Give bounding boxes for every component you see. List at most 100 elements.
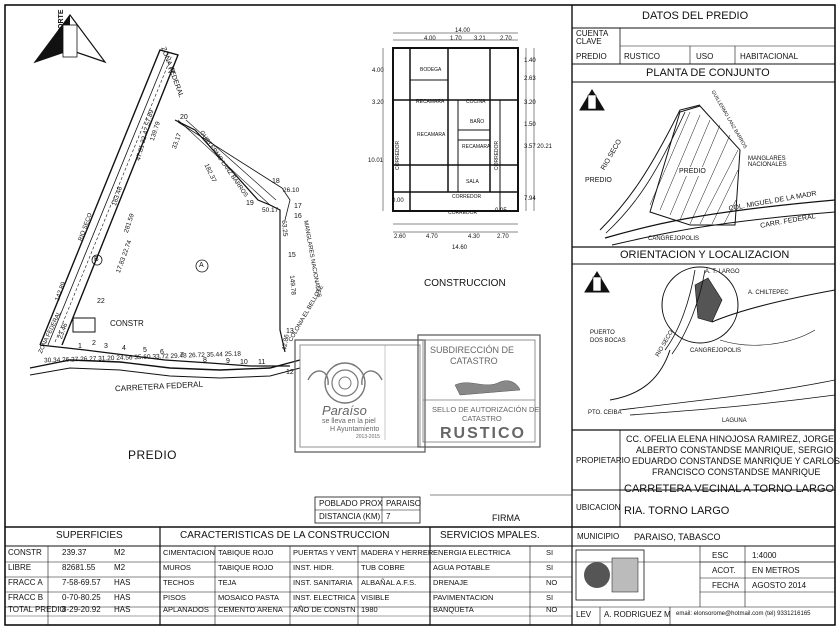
superficie-label: LIBRE	[8, 563, 32, 572]
area-marker: A	[199, 262, 204, 269]
room-label: RECAMARA	[417, 132, 446, 138]
orientacion-title: ORIENTACION Y LOCALIZACION	[620, 249, 790, 261]
caracteristica-cell: ALBAÑAL A.F.S.	[361, 578, 417, 587]
floor-plan	[382, 32, 535, 233]
parcel-boundary	[29, 49, 301, 379]
caracteristica-cell: VISIBLE	[361, 593, 390, 602]
caracteristica-cell: MADERA Y HERRER	[361, 548, 434, 557]
uso-label: USO	[696, 52, 714, 61]
point-label: 9	[226, 358, 230, 365]
point-label: 5	[143, 347, 147, 354]
municipio-value: PARAISO, TABASCO	[634, 532, 721, 542]
firma-label: FIRMA	[492, 513, 520, 523]
conjunto-title: PLANTA DE CONJUNTO	[646, 67, 770, 79]
lev-label: LEV	[576, 610, 592, 619]
superficie-unit: M2	[114, 563, 126, 572]
caracteristica-cell: INST. ELECTRICA	[293, 593, 356, 602]
superficie-value: 239.37	[62, 548, 87, 557]
bottom-dim: 2.70	[497, 234, 509, 240]
habitacional-value: HABITACIONAL	[740, 52, 799, 61]
map-dos-bocas: DOS BOCAS	[590, 338, 626, 344]
point-label: 22	[97, 298, 105, 305]
room-label: BAÑO	[470, 119, 485, 125]
bottom-dim: 4.70	[426, 234, 438, 240]
room-label: RECAMARA	[462, 144, 491, 150]
propietario-line: FRANCISCO CONSTANDSE MANRIQUE	[652, 467, 821, 477]
room-label: CORREDOR	[448, 210, 478, 216]
superficie-unit: HAS	[114, 593, 131, 602]
constr-label: CONSTR	[110, 319, 144, 328]
right-dim: 7.94	[524, 196, 536, 202]
distancia-label: DISTANCIA (KM)	[319, 512, 381, 521]
acot-label: ACOT.	[712, 566, 736, 575]
servicio-label: AGUA POTABLE	[433, 563, 490, 572]
left-dim: 10.01	[368, 158, 384, 164]
top-dim: 1.70	[450, 36, 462, 42]
esc-value: 1:4000	[752, 551, 777, 560]
datos-title: DATOS DEL PREDIO	[642, 10, 749, 22]
conjunto-manglares: MANGLARES NACIONALES	[748, 156, 787, 168]
superficie-label: FRACC A	[8, 578, 43, 587]
acot-value: EN METROS	[752, 566, 800, 575]
conjunto-predio-left: PREDIO	[585, 177, 612, 184]
room-label: COCINA	[466, 99, 486, 105]
point-label: 13	[286, 328, 294, 335]
right-dim: 20.21	[537, 144, 553, 150]
left-dim: 3.20	[372, 100, 384, 106]
caracteristica-cell: APLANADOS	[163, 605, 209, 614]
point-label: 12	[286, 369, 294, 376]
right-dims-c: 149.78	[288, 274, 297, 296]
paraiso-years: 2013-2015	[356, 434, 380, 440]
right-dim: 3.20	[524, 100, 536, 106]
predio-main-label: PREDIO	[128, 448, 178, 462]
ubicacion-line1: CARRETERA VECINAL A TORNO LARGO	[624, 483, 835, 495]
sello-label: SELLO DE AUTORIZACIÓN DE	[432, 405, 540, 414]
right-dim: 1.40	[524, 58, 536, 64]
right-dims-f: 26.10	[283, 187, 300, 194]
caracteristica-cell: CIMENTACION	[163, 548, 215, 557]
caracteristica-cell: AÑO DE CONSTN	[293, 605, 356, 614]
north-label: NORTE	[58, 9, 65, 35]
lev-value: A. RODRIGUEZ M	[604, 610, 671, 619]
map-chiltepec: A. CHILTEPEC	[748, 290, 789, 296]
bottom-total: 14.60	[452, 245, 468, 251]
construccion-label: CONSTRUCCION	[424, 278, 506, 289]
b-marker: B	[94, 256, 99, 263]
superficie-value: 0-70-80.25	[62, 593, 101, 602]
top-dim: 4.00	[424, 36, 436, 42]
point-label: 3	[104, 343, 108, 350]
room-label: CORREDOR	[395, 140, 401, 170]
top-dim: 3.21	[474, 36, 486, 42]
top-dim: 2.70	[500, 36, 512, 42]
superficie-unit: HAS	[114, 605, 131, 614]
poblado-value: PARAISO	[386, 499, 421, 508]
conjunto-predio: PREDIO	[678, 167, 707, 176]
superficies-title: SUPERFICIES	[56, 530, 123, 541]
cuenta-label: CUENTA	[576, 29, 609, 38]
map-t-largo: A. T. LARGO	[705, 269, 740, 275]
propietario-line: CC. OFELIA ELENA HINOJOSA RAMIREZ, JORGE	[626, 434, 835, 444]
propietario-line: EDUARDO CONSTANDSE MANRIQUE Y CARLOS	[632, 456, 840, 466]
point-label: 18	[272, 178, 280, 185]
sello-catastro-label: CATASTRO	[462, 414, 502, 423]
room-label: RECAMARA	[416, 99, 445, 105]
servicio-value: SI	[546, 563, 554, 572]
map-puerto: PUERTO	[590, 330, 615, 336]
caracteristica-cell: TABIQUE ROJO	[218, 563, 274, 572]
right-dims-d: 63.25	[280, 219, 289, 237]
left-dim: 0.00	[392, 198, 404, 204]
distancia-value: 7	[386, 512, 391, 521]
conjunto-map	[579, 89, 836, 246]
map-laguna: LAGUNA	[722, 418, 747, 424]
superficie-value: 8-29-20.92	[62, 605, 101, 614]
paraiso-ayto: H Ayuntamiento	[330, 426, 380, 433]
propietario-label: PROPIETARIO	[576, 456, 631, 465]
propietario-line: ALBERTO CONSTANDSE MANRIQUE, SERGIO	[636, 445, 834, 455]
room-label: BODEGA	[420, 67, 442, 73]
ubicacion-line2: RIA. TORNO LARGO	[624, 505, 730, 517]
superficie-label: CONSTR	[8, 548, 42, 557]
servicio-value: SI	[546, 593, 554, 602]
caracteristica-cell: TABIQUE ROJO	[218, 548, 274, 557]
caracteristica-cell: PUERTAS Y VENT	[293, 548, 357, 557]
